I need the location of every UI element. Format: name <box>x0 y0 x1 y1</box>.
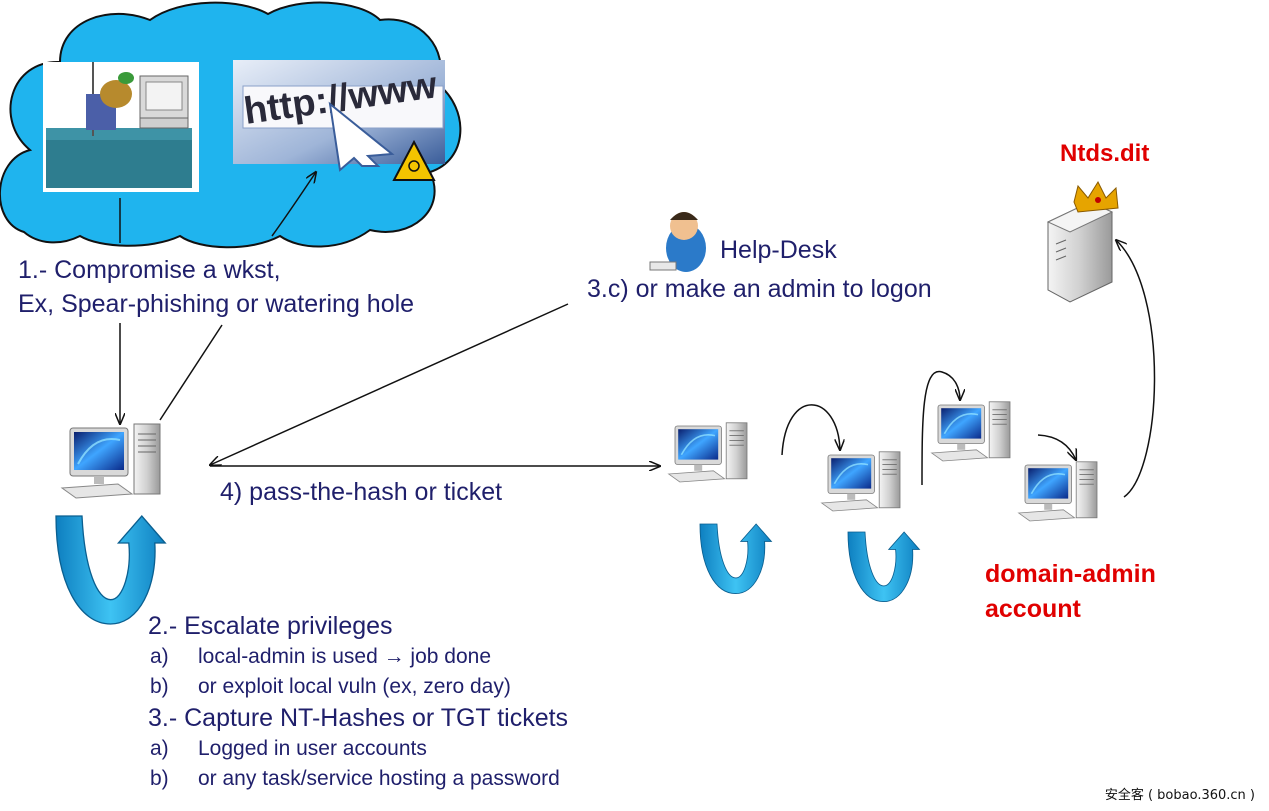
workstation-2 <box>820 450 901 512</box>
ntds-label: Ntds.dit <box>1060 140 1150 167</box>
workstation-4 <box>1017 460 1098 522</box>
step3-title: 3.- Capture NT-Hashes or TGT tickets <box>148 704 569 732</box>
arrow-to-ntds <box>1116 240 1156 498</box>
domain-admin-label: domain-admin account <box>985 557 1156 627</box>
list-item: a)Logged in user accounts <box>150 737 427 760</box>
arrow-hop-3 <box>1037 434 1076 460</box>
step1-line1: 1.- Compromise a wkst, <box>18 256 281 284</box>
line-workstation-to-url <box>159 324 223 421</box>
workstation-3 <box>930 400 1011 462</box>
step4-text: 4) pass-the-hash or ticket <box>220 478 503 506</box>
list-item: a)local-admin is used → job done <box>150 645 491 668</box>
helpdesk-person-icon <box>649 212 706 272</box>
loop-arrow-1 <box>699 523 772 595</box>
user-at-desk-cartoon <box>43 62 199 192</box>
watermark-footer: 安全客 ( bobao.360.cn ) <box>1104 788 1255 803</box>
domain-admin-line2: account <box>985 595 1081 623</box>
step3c-text: 3.c) or make an admin to logon <box>587 275 932 303</box>
arrow-to-url <box>271 172 316 237</box>
step1-line2: Ex, Spear-phishing or watering hole <box>18 290 415 318</box>
step2-title: 2.- Escalate privileges <box>148 612 393 640</box>
arrow-hop-2 <box>921 370 960 486</box>
workstation-1 <box>667 421 748 483</box>
helpdesk-label: Help-Desk <box>720 236 837 264</box>
step1-text: 1.- Compromise a wkst, Ex, Spear-phishin… <box>18 253 414 321</box>
arrow-hop-1 <box>781 404 840 456</box>
cursor-arrow-icon <box>328 101 395 172</box>
workstation-main <box>61 423 161 499</box>
list-item: b)or exploit local vuln (ex, zero day) <box>150 675 511 698</box>
browser-url-image: http://www <box>233 60 445 181</box>
arrow-helpdesk-to-workstation <box>210 303 569 465</box>
loop-arrow-main <box>55 515 166 625</box>
loop-arrow-2 <box>847 531 920 603</box>
steps-list: 2.- Escalate privileges a)local-admin is… <box>148 610 568 794</box>
domain-admin-line1: domain-admin <box>985 560 1156 588</box>
server-crown-icon <box>1046 180 1119 303</box>
list-item: b)or any task/service hosting a password <box>150 767 560 790</box>
